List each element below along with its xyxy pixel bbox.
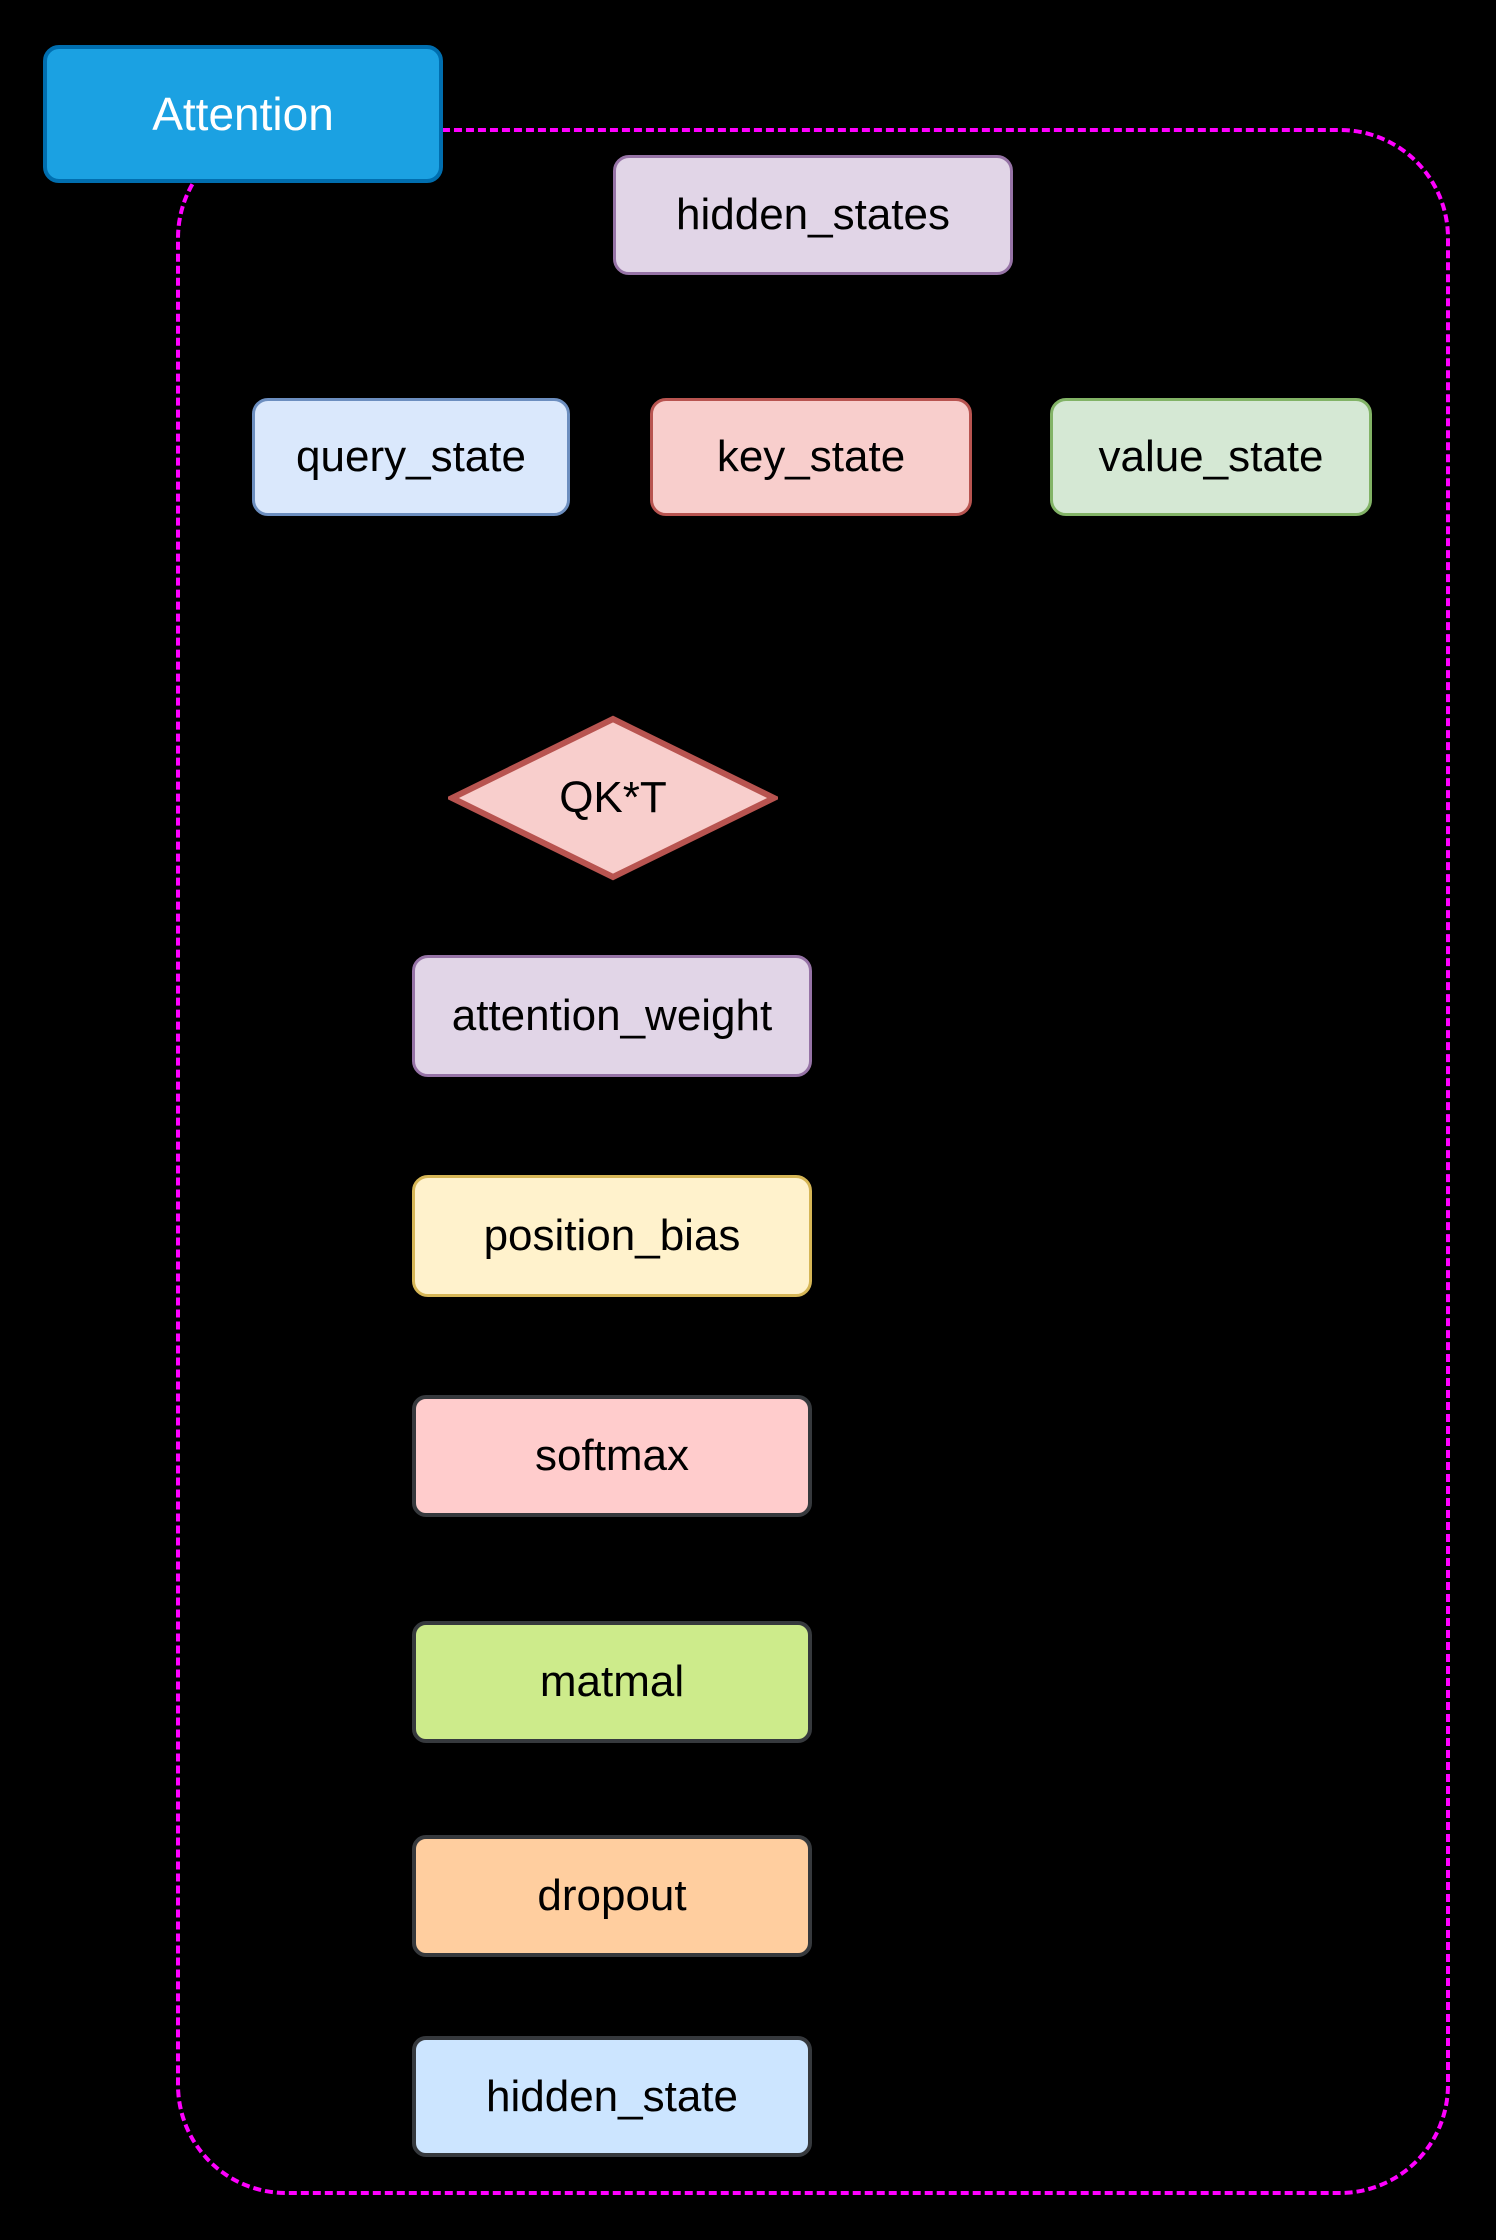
node-key-state: key_state <box>650 398 972 516</box>
node-attention-weight: attention_weight <box>412 955 812 1077</box>
node-matmal: matmal <box>412 1621 812 1743</box>
node-qkt: QK*T <box>448 715 778 881</box>
node-softmax-label: softmax <box>534 1431 690 1480</box>
node-softmax: softmax <box>412 1395 812 1517</box>
node-attention-weight-label: attention_weight <box>451 991 773 1040</box>
node-key-state-label: key_state <box>716 432 906 481</box>
diamond-shape-icon <box>448 715 778 881</box>
node-position-bias: position_bias <box>412 1175 812 1297</box>
node-query-state-label: query_state <box>296 432 526 481</box>
node-value-state-label: value_state <box>1098 432 1324 481</box>
node-query-state: query_state <box>252 398 570 516</box>
attention-group-title: Attention <box>43 45 443 183</box>
node-qkt-label: QK*T <box>559 773 667 822</box>
attention-group-title-label: Attention <box>152 88 334 140</box>
node-dropout-label: dropout <box>537 1871 687 1920</box>
attention-group-boundary <box>176 128 1450 2195</box>
node-hidden-state-label: hidden_state <box>486 2071 738 2121</box>
node-dropout: dropout <box>412 1835 812 1957</box>
node-position-bias-label: position_bias <box>483 1211 741 1260</box>
node-hidden-states-label: hidden_states <box>676 190 950 239</box>
node-hidden-states: hidden_states <box>613 155 1013 275</box>
diamond-polygon <box>448 715 778 881</box>
node-hidden-state: hidden_state <box>412 2036 812 2157</box>
node-value-state: value_state <box>1050 398 1372 516</box>
node-matmal-label: matmal <box>539 1657 685 1706</box>
